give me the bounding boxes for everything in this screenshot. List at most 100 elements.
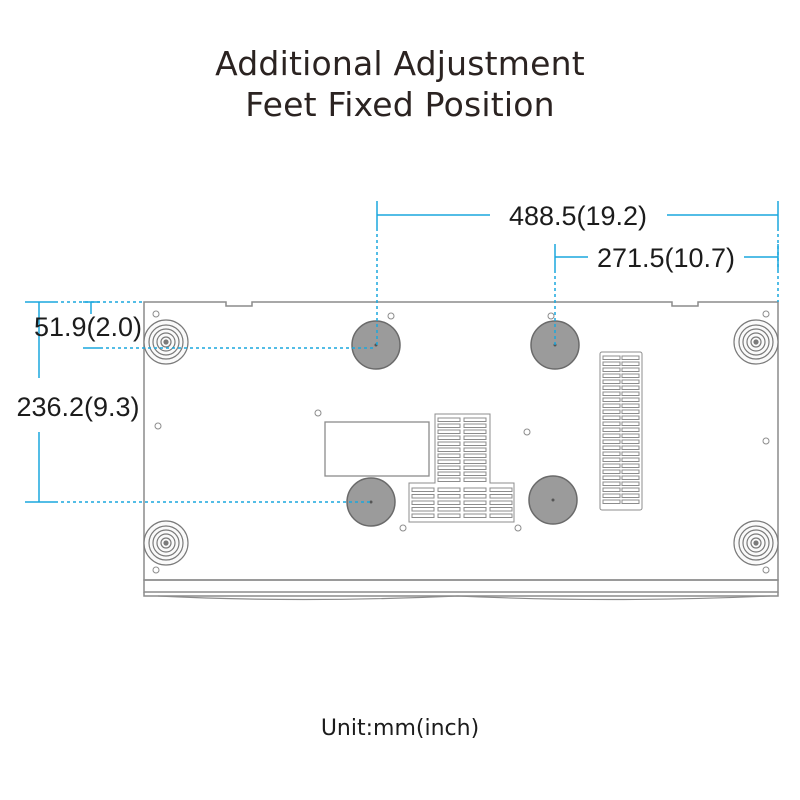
right-vent-grille (599, 351, 643, 511)
vent-slot (602, 415, 621, 420)
vent-slot (621, 493, 640, 498)
vent-slot (602, 475, 621, 480)
vent-slot (463, 507, 487, 512)
dimension-label-depth-short: 51.9(2.0) (34, 312, 142, 342)
dimension-label-depth-long: 236.2(9.3) (16, 392, 139, 422)
vent-slot (621, 487, 640, 492)
vent-slot (621, 499, 640, 504)
dimension-label-width-outer: 488.5(19.2) (509, 201, 647, 231)
vent-slot (621, 367, 640, 372)
vent-slot (463, 453, 487, 458)
vent-slot (602, 355, 621, 360)
vent-slot (463, 441, 487, 446)
vent-slot (463, 417, 487, 422)
vent-slot (621, 397, 640, 402)
vent-slot (621, 451, 640, 456)
vent-slot (463, 429, 487, 434)
vent-slot (602, 493, 621, 498)
vent-slot (621, 373, 640, 378)
vent-slot (621, 421, 640, 426)
adjustment-foot-top-left (351, 320, 401, 370)
vent-slot (489, 500, 513, 505)
vent-slot (602, 367, 621, 372)
vent-slot (437, 453, 461, 458)
vent-slot (621, 457, 640, 462)
vent-slot (437, 494, 461, 499)
vent-slot (411, 507, 435, 512)
corner-foot-bottom-left (143, 520, 189, 566)
vent-slot (463, 477, 487, 482)
vent-slot (602, 439, 621, 444)
vent-slot (489, 513, 513, 518)
vent-slot (437, 465, 461, 470)
dimension-lines (25, 201, 779, 503)
diagram-title-line-2: Feet Fixed Position (245, 85, 555, 124)
adjustment-foot-bottom-right (528, 475, 578, 525)
unit-label: Unit:mm(inch) (320, 716, 480, 741)
vent-slot (463, 500, 487, 505)
adjustment-foot-bottom-left (346, 477, 396, 527)
vent-slot (602, 481, 621, 486)
vent-slot (621, 391, 640, 396)
vent-slot (437, 471, 461, 476)
vent-slot (463, 487, 487, 492)
vent-slot (437, 507, 461, 512)
diagram-title-line-1: Additional Adjustment (215, 44, 585, 83)
screw-holes (152, 310, 770, 574)
vent-slot (621, 379, 640, 384)
vent-slot (602, 451, 621, 456)
vent-slot (489, 494, 513, 499)
vent-slot (437, 459, 461, 464)
vent-slot (463, 471, 487, 476)
label-plate (324, 421, 430, 477)
vent-slot (602, 457, 621, 462)
vent-slot (621, 415, 640, 420)
vent-slot (437, 417, 461, 422)
vent-slot (621, 433, 640, 438)
vent-slot (621, 481, 640, 486)
corner-foot-top-right (733, 319, 779, 365)
vent-slot (602, 499, 621, 504)
vent-slot (411, 494, 435, 499)
vent-slot (437, 423, 461, 428)
vent-slot (463, 465, 487, 470)
vent-slot (602, 379, 621, 384)
vent-slot (602, 409, 621, 414)
vent-slot (621, 427, 640, 432)
vent-slot (411, 487, 435, 492)
vent-slot (602, 487, 621, 492)
corner-foot-bottom-right (733, 520, 779, 566)
vent-slot (602, 433, 621, 438)
vent-slot (602, 463, 621, 468)
vent-slot (437, 500, 461, 505)
vent-slot (489, 487, 513, 492)
vent-slot (621, 439, 640, 444)
vent-slot (621, 445, 640, 450)
vent-slot (602, 469, 621, 474)
vent-slot (437, 447, 461, 452)
vent-slot (621, 361, 640, 366)
vent-slot (463, 494, 487, 499)
vent-slot (621, 355, 640, 360)
vent-slot (463, 513, 487, 518)
vent-slot (411, 513, 435, 518)
dimension-label-width-inner: 271.5(10.7) (597, 243, 735, 273)
vent-slot (602, 397, 621, 402)
corner-foot-top-left (143, 319, 189, 365)
vent-slot (621, 469, 640, 474)
vent-slot (602, 403, 621, 408)
vent-slot (602, 361, 621, 366)
vent-slot (411, 500, 435, 505)
center-vent-grille (408, 413, 515, 523)
vent-slot (602, 427, 621, 432)
vent-slot (621, 409, 640, 414)
vent-slot (437, 441, 461, 446)
vent-slot (463, 459, 487, 464)
vent-slot (602, 391, 621, 396)
vent-slot (621, 475, 640, 480)
vent-slot (489, 507, 513, 512)
vent-slot (437, 477, 461, 482)
vent-slot (437, 435, 461, 440)
vent-slot (602, 385, 621, 390)
